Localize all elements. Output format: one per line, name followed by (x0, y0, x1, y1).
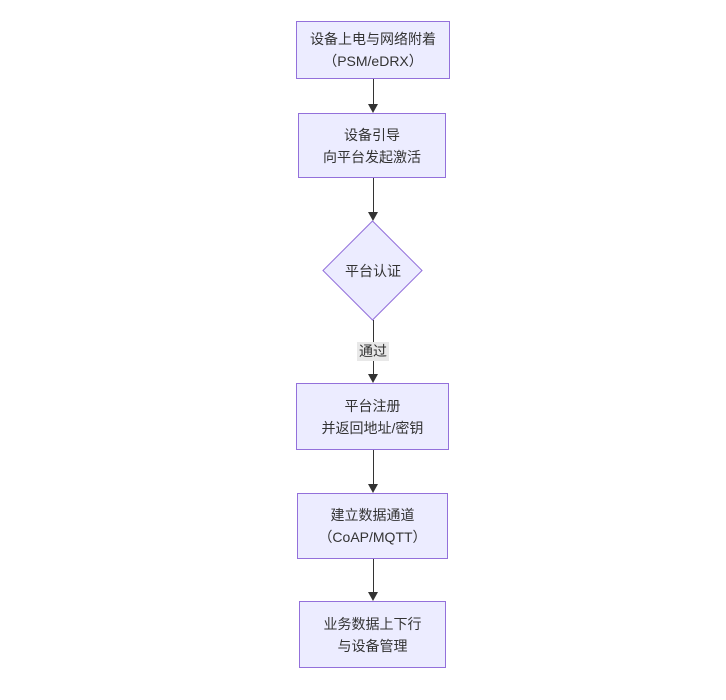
node-label-line: （PSM/eDRX） (323, 53, 423, 69)
edge-register-to-channel (373, 450, 374, 485)
node-label-line: 并返回地址/密钥 (321, 419, 424, 436)
node-data-channel: 建立数据通道 （CoAP/MQTT） (297, 493, 448, 559)
arrowhead-icon (368, 592, 378, 601)
arrowhead-icon (368, 104, 378, 113)
node-device-bootstrap: 设备引导 向平台发起激活 (298, 113, 446, 178)
node-label-line: 平台认证 (345, 263, 401, 279)
node-label-line: （CoAP/MQTT） (318, 529, 427, 545)
node-label-line: 设备上电与网络附着 (310, 31, 436, 47)
arrowhead-icon (368, 484, 378, 493)
node-label-line: 业务数据上下行 (323, 615, 422, 632)
node-power-on-attach: 设备上电与网络附着 （PSM/eDRX） (296, 21, 450, 79)
node-platform-register: 平台注册 并返回地址/密钥 (296, 383, 449, 450)
arrowhead-icon (368, 374, 378, 383)
node-label-line: 设备引导 (344, 126, 400, 143)
decision-platform-auth: 平台认证 (322, 220, 424, 321)
edge-channel-to-business (373, 559, 374, 593)
node-label-line: 与设备管理 (337, 637, 408, 654)
node-label-line: 平台注册 (344, 397, 401, 414)
node-business-data: 业务数据上下行 与设备管理 (299, 601, 446, 668)
arrowhead-icon (368, 212, 378, 221)
edge-label-pass: 通过 (357, 342, 389, 361)
edge-power-to-bootstrap (373, 79, 374, 105)
edge-bootstrap-to-auth (373, 178, 374, 213)
node-label-line: 建立数据通道 (330, 507, 415, 523)
node-label-line: 向平台发起激活 (323, 148, 421, 165)
